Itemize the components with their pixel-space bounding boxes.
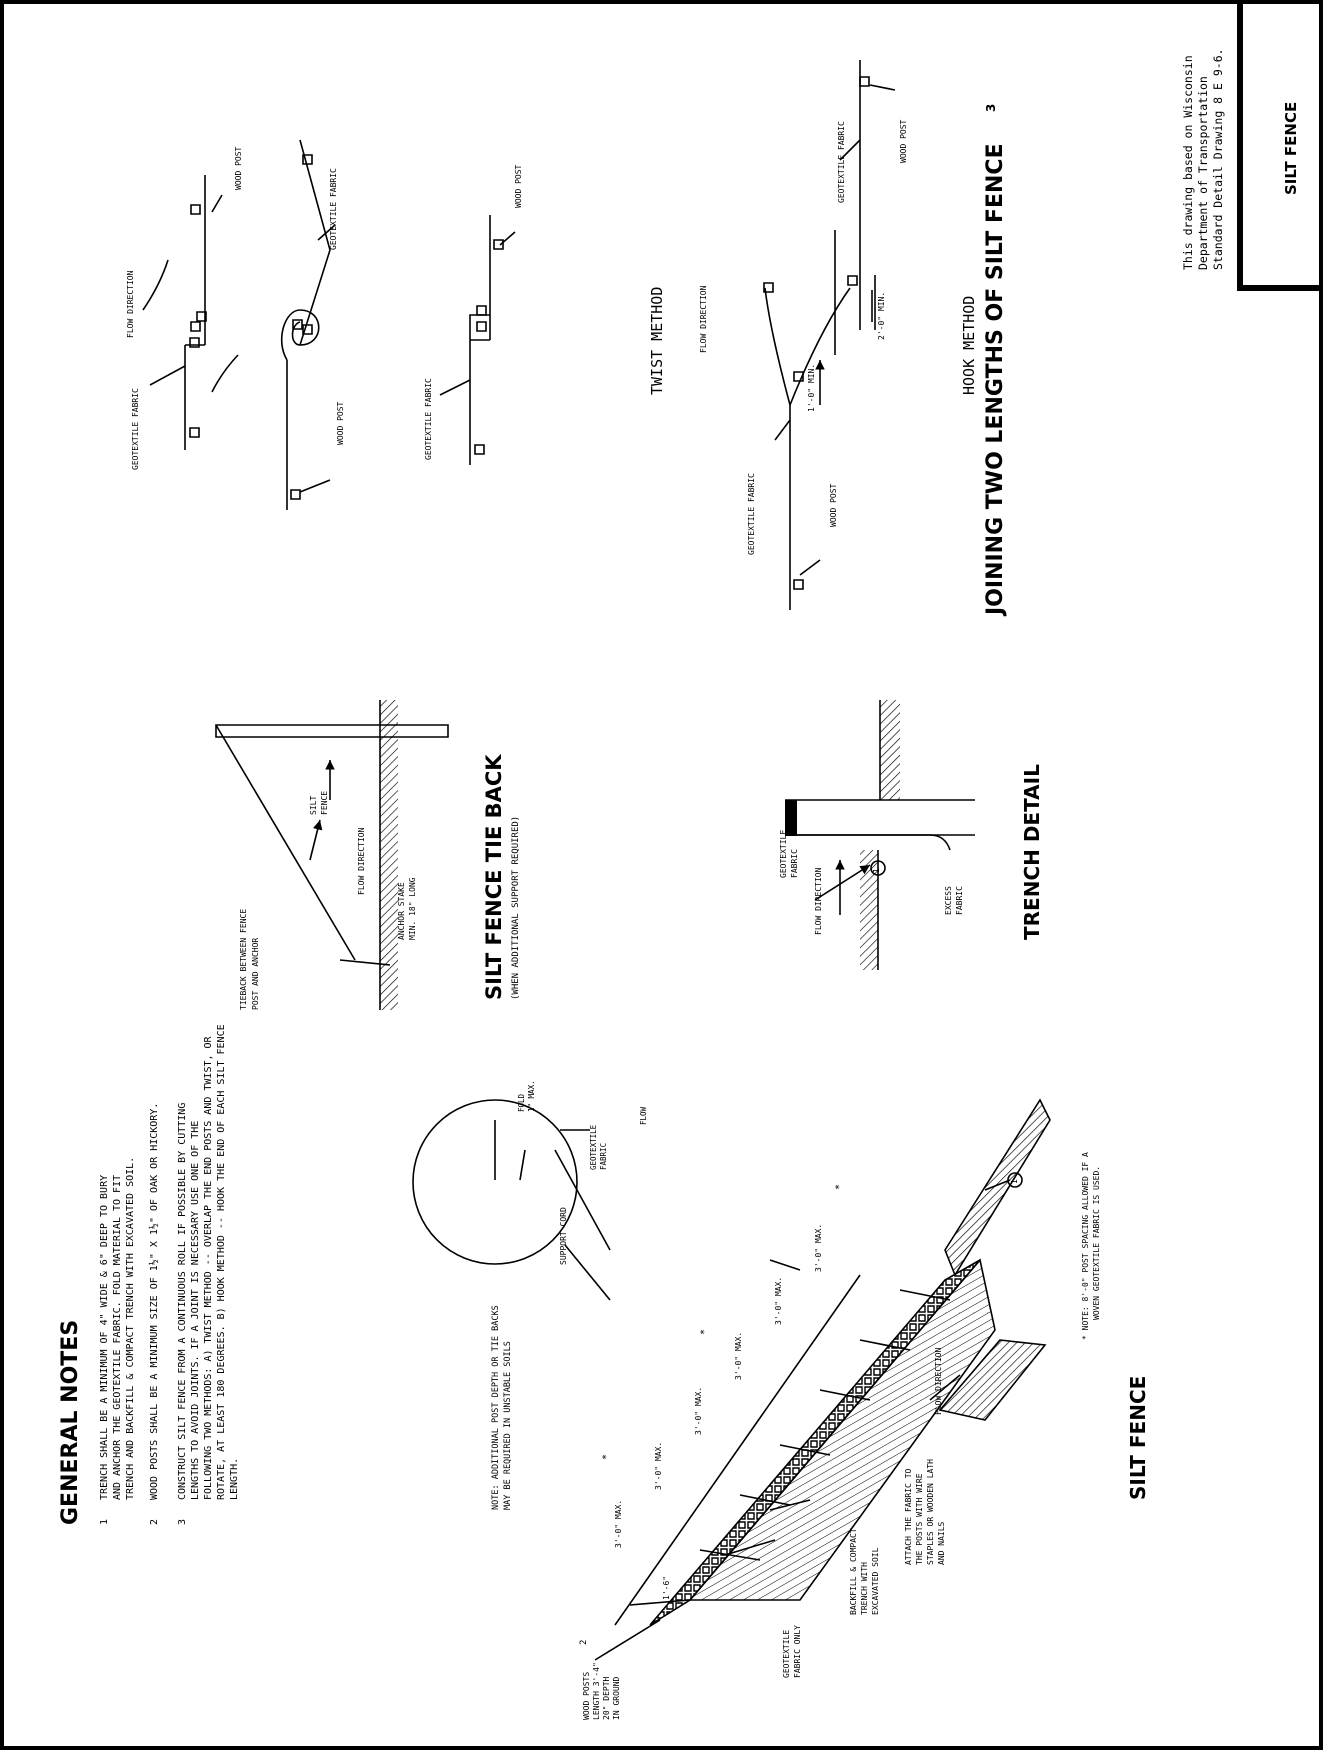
- spacing-marker-2: *: [699, 1328, 710, 1335]
- twist-method-top: [143, 175, 238, 450]
- additional-depth-note-2: MAY BE REQUIRED IN UNSTABLE SOILS: [503, 1341, 513, 1510]
- trench-geotextile-2: FABRIC: [790, 849, 799, 878]
- additional-depth-note-1: NOTE: ADDITIONAL POST DEPTH OR TIE BACKS: [491, 1305, 501, 1510]
- credit-line-3: Standard Detail Drawing 8 E 9-6.: [1211, 48, 1225, 270]
- note-3-line-3: FOLLOWING TWO METHODS: A) TWIST METHOD -…: [203, 1036, 214, 1500]
- tieback-label-2: POST AND ANCHOR: [251, 937, 260, 1010]
- joining-title: JOINING TWO LENGTHS OF SILT FENCE: [983, 143, 1008, 615]
- excess-fabric-1: EXCESS: [944, 886, 953, 915]
- silt-fence-label-1: SILT: [309, 795, 318, 815]
- spacing-marker-1: *: [601, 1453, 612, 1460]
- post-spacing-6: 3'-0" MAX.: [814, 1223, 823, 1272]
- overlap-dimension: 1'-0" MIN.: [807, 363, 816, 412]
- wood-posts-marker: 2: [579, 1639, 589, 1645]
- backfill-label-2: TRENCH WITH: [860, 1562, 869, 1615]
- geotextile-fabric-label-1: GEOTEXTILE FABRIC: [131, 388, 140, 470]
- geotextile-fabric-label-5: GEOTEXTILE FABRIC: [837, 121, 846, 203]
- tieback-title: SILT FENCE TIE BACK: [482, 754, 506, 1000]
- excess-fabric-2: FABRIC: [955, 886, 964, 915]
- geotextile-only-2: FABRIC ONLY: [793, 1625, 802, 1678]
- post-spacing-5: 3'-0" MAX.: [774, 1276, 783, 1325]
- post-spacing-3: 3'-0" MAX.: [694, 1386, 703, 1435]
- flow-direction-label-1: FLOW DIRECTION: [126, 270, 135, 338]
- note-2-marker: 2: [149, 1518, 160, 1525]
- attach-label-1: ATTACH THE FABRIC TO: [904, 1468, 913, 1565]
- note-3-line-2: LENGTHS TO AVOID JOINTS. IF A JOINT IS N…: [190, 1120, 201, 1500]
- fence-flow-label: FLOW DIRECTION: [934, 1347, 943, 1415]
- post-spacing-1: 3'-0" MAX.: [614, 1499, 623, 1548]
- anchor-stake-label-2: MIN. 18" LONG: [408, 877, 417, 940]
- fold-label-2: 1" MAX.: [527, 1080, 536, 1112]
- backfill-label-3: EXCAVATED SOIL: [871, 1547, 880, 1615]
- note-1-line-2: AND ANCHOR THE GEOTEXTILE FABRIC. FOLD M…: [112, 1174, 123, 1500]
- note-2-line-1: WOOD POSTS SHALL BE A MINIMUM SIZE OF 1½…: [149, 1102, 160, 1500]
- wood-post-label-5: WOOD POST: [899, 119, 908, 163]
- wood-posts-label-3: 20" DEPTH: [602, 1676, 611, 1720]
- wood-posts-label-1: WOOD POSTS: [582, 1671, 591, 1720]
- tieback-subtitle: (WHEN ADDITIONAL SUPPORT REQUIRED): [511, 815, 521, 1000]
- wood-posts-label-2: LENGTH 3'-4": [592, 1662, 601, 1720]
- twist-method-roll: [282, 140, 335, 510]
- wood-posts-label-4: IN GROUND: [612, 1676, 621, 1720]
- note-3-line-4: ROTATE, AT LEAST 180 DEGREES. B) HOOK ME…: [216, 1024, 227, 1500]
- trench-marker: 1: [872, 868, 881, 873]
- hook-dimension: 2'-0" MIN.: [877, 291, 886, 340]
- twist-method-folded: [440, 215, 515, 465]
- trench-geotextile-1: GEOTEXTILE: [779, 829, 788, 878]
- note-1-line-3: TRENCH AND BACKFILL & COMPACT TRENCH WIT…: [125, 1156, 136, 1500]
- silt-fence-drawing: [413, 1100, 1050, 1660]
- post-spacing-note-1: * NOTE: 8'-0" POST SPACING ALLOWED IF A: [1081, 1152, 1090, 1340]
- spacing-marker-3: *: [834, 1183, 845, 1190]
- post-spacing-note-2: WOVEN GEOTEXTILE FABRIC IS USED.: [1092, 1165, 1101, 1320]
- support-cord-label: SUPPORT CORD: [559, 1207, 568, 1265]
- silt-fence-label-2: FENCE: [320, 790, 329, 815]
- trench-title: TRENCH DETAIL: [1020, 764, 1044, 940]
- attach-label-4: AND NAILS: [937, 1521, 946, 1565]
- post-spacing-2: 3'-0" MAX.: [654, 1441, 663, 1490]
- title-block-border: [1240, 2, 1321, 288]
- small-dimension: 1'-6": [662, 1575, 671, 1600]
- note-1-line-1: TRENCH SHALL BE A MINIMUM OF 4" WIDE & 6…: [99, 1174, 110, 1500]
- geotextile-fabric-label-3: GEOTEXTILE FABRIC: [424, 378, 433, 460]
- tieback-label-1: TIEBACK BETWEEN FENCE: [239, 908, 248, 1010]
- tieback-flow-label: FLOW DIRECTION: [357, 827, 366, 895]
- geotextile-fabric-label-4: GEOTEXTILE FABRIC: [747, 473, 756, 555]
- flow-direction-label-2: FLOW DIRECTION: [699, 285, 708, 353]
- wood-post-label-2: WOOD POST: [336, 401, 345, 445]
- wood-post-label-4: WOOD POST: [829, 483, 838, 527]
- credit-line-1: This drawing based on Wisconsin: [1181, 55, 1195, 270]
- note-3-line-1: CONSTRUCT SILT FENCE FROM A CONTINUOUS R…: [177, 1102, 188, 1500]
- sheet-title: SILT FENCE: [1282, 101, 1300, 195]
- geotextile-fabric-label-2: GEOTEXTILE FABRIC: [329, 168, 338, 250]
- twist-method-label: TWIST METHOD: [648, 286, 666, 395]
- backfill-label-1: BACKFILL & COMPACT: [849, 1528, 858, 1615]
- note-3-line-5: LENGTH.: [229, 1457, 240, 1500]
- credit-line-2: Department of Transportation: [1196, 76, 1210, 270]
- wood-post-label-1: WOOD POST: [234, 146, 243, 190]
- silt-fence-title: SILT FENCE: [1126, 1375, 1150, 1500]
- anchor-stake-label-1: ANCHOR STAKE: [397, 882, 406, 940]
- wood-post-label-3: WOOD POST: [514, 164, 523, 208]
- fence-end-marker: 1: [1010, 1179, 1019, 1184]
- trench-drawing: [785, 700, 975, 970]
- joining-title-marker: 3: [984, 103, 998, 112]
- detail-geotextile-1: GEOTEXTILE: [589, 1124, 598, 1170]
- detail-flow-label: FLOW: [639, 1106, 648, 1125]
- detail-geotextile-2: FABRIC: [599, 1142, 608, 1170]
- geotextile-only-1: GEOTEXTILE: [782, 1629, 791, 1678]
- attach-label-3: STAPLES OR WOODEN LATH: [926, 1459, 935, 1565]
- tieback-drawing: [216, 700, 448, 1010]
- hook-method-label: HOOK METHOD: [960, 295, 978, 395]
- hook-method: [764, 60, 895, 610]
- note-1-marker: 1: [99, 1518, 110, 1525]
- fold-label-1: FOLD: [517, 1093, 526, 1112]
- attach-label-2: THE POSTS WITH WIRE: [915, 1473, 924, 1565]
- general-notes-heading: GENERAL NOTES: [58, 1319, 83, 1525]
- trench-flow-label: FLOW DIRECTION: [814, 867, 823, 935]
- note-3-marker: 3: [177, 1518, 188, 1525]
- post-spacing-4: 3'-0" MAX.: [734, 1331, 743, 1380]
